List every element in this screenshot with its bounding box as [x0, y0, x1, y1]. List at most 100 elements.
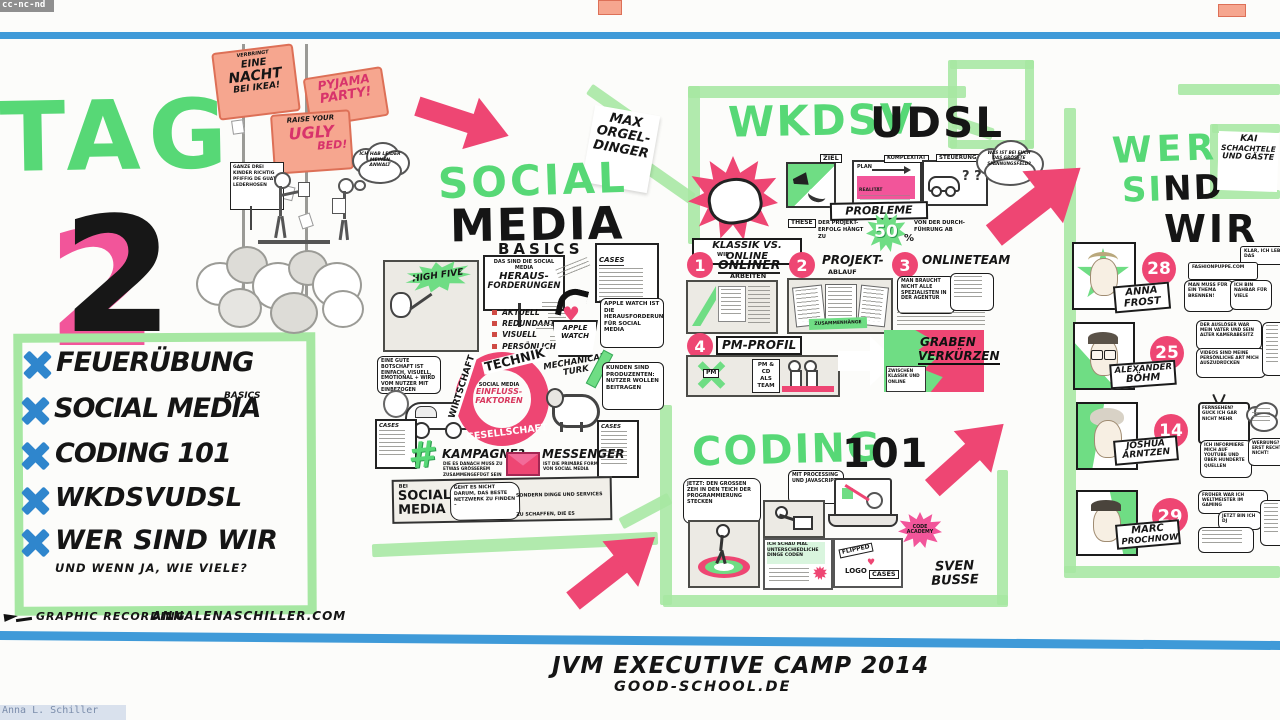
top-blue-line — [0, 32, 1280, 39]
tape-strip — [660, 405, 672, 605]
credit-label: GRAPHIC RECORDING — [36, 610, 186, 623]
pm-tag: PM — [703, 369, 720, 378]
tape-strip — [1064, 566, 1280, 578]
campaign-subtext: DIE ES DANACH MUSS ZU ETWAS GRÖSSEREM ZU… — [443, 461, 503, 477]
sheep-icon — [546, 388, 600, 432]
social-subtitle: BASICS — [498, 240, 584, 258]
banana-icon — [806, 185, 828, 205]
event-title: JVM EXECUTIVE CAMP 2014 — [552, 653, 930, 679]
wkdsv-title-black: UDSL — [870, 98, 1004, 147]
annotation-scribble — [536, 324, 560, 330]
bottom-blue-line — [0, 630, 1280, 651]
coding-title-black: 101 — [842, 431, 929, 477]
tape-strip — [688, 86, 700, 244]
dust-cloud — [270, 292, 318, 334]
coding-panel-4: ICH SCHAU MAL UNTERSCHIEDLICHE DINGE COD… — [763, 538, 833, 590]
day-number: 2 — [62, 182, 174, 369]
name-banner-joshua: JOSHUA ARNTZEN — [1113, 435, 1179, 466]
flipped-tag: FLIPPED — [838, 542, 874, 559]
stick-figure — [268, 172, 310, 242]
agenda-bullet-x — [24, 352, 50, 378]
quote-bubble — [1260, 500, 1280, 546]
these-tag: THESE — [788, 219, 816, 228]
envelope-icon — [506, 452, 540, 476]
item2-panel: ZUSAMMENHÄNGE — [787, 278, 893, 334]
tape-strip — [948, 60, 957, 148]
item3-label: ONLINETEAM — [922, 253, 1011, 267]
messenger-label: MESSENGER — [542, 447, 625, 461]
challenges-line1: HERAUS- — [499, 271, 549, 282]
tape-strip — [1212, 190, 1280, 199]
tape-strip — [688, 86, 966, 98]
cases-title: CASES — [601, 424, 621, 430]
item3-bubble: MAN BRAUCHT NICHT ALLE SPEZIALISTEN IN D… — [897, 276, 955, 314]
event-website: GOOD-SCHOOL.DE — [614, 679, 792, 695]
arrow-to-social — [409, 80, 517, 162]
quote-bubble: DER AUSLÖSER WAR MEIN VATER UND SEIN ALT… — [1196, 320, 1262, 350]
item2-sub: ABLAUF — [828, 268, 857, 276]
annotation-scribble — [542, 302, 562, 308]
thought-text: ICH HAB LEIDER MEINEN ANWALT — [359, 152, 401, 169]
megaphone-icon — [792, 169, 819, 190]
wer-title-3: WIR — [1164, 207, 1259, 251]
agenda-item: CODING 101 — [55, 438, 232, 469]
challenge-list-item: AKTUELL — [492, 300, 540, 319]
dust-cloud — [322, 290, 364, 328]
agenda-item-subtitle: UND WENN JA, WIE VIELE? — [55, 561, 248, 575]
tape-strip — [1064, 108, 1076, 573]
quote-bubble: ICH INFORMIERE MICH AUF YOUTUBE UND ÜBER… — [1200, 440, 1252, 478]
agenda-bullet-x — [22, 443, 48, 469]
question-cloud: WAS IST BEI EUCH DAS GRÖSSTE SPANNUNGSFE… — [976, 140, 1044, 186]
bucket: APPLE WATCH — [552, 320, 598, 357]
producers-bubble: KUNDEN SIND PRODUZENTEN: NUTZER WOLLEN B… — [602, 362, 664, 410]
cases-box-small: CASES — [375, 419, 417, 469]
bucket-label: APPLE — [562, 324, 588, 332]
item1-small: WIE — [717, 252, 729, 258]
heart-icon-small: ♥ — [867, 558, 876, 568]
speaker-note-kai: KAI SCHACHTELE UND GÄSTE — [1216, 130, 1280, 193]
challenge-list-item: REDUNDANT — [492, 311, 555, 330]
cases-box: CASES — [595, 243, 659, 303]
person-head — [390, 292, 412, 318]
agenda-bullet-x — [22, 530, 48, 556]
messenger-subtext: IST DIE PRIMÄRE FORM VON SOCIAL MEDIA — [543, 461, 598, 472]
quote-bubble — [1198, 527, 1254, 553]
good-message-bubble: EINE GUTE BOTSCHAFT IST EINFACH, VISUELL… — [377, 356, 441, 394]
campaign-label: KAMPAGNE? — [442, 447, 525, 461]
annotation-scribble — [548, 313, 566, 319]
day-title: TAG — [0, 77, 237, 195]
tape-strip — [950, 140, 1034, 149]
pinned-photo-edge — [1218, 4, 1246, 17]
car-icon-small — [928, 174, 960, 197]
platform — [258, 240, 330, 244]
quote-bubble: MAN MUSS FÜR EIN THEMA BRENNEN! — [1184, 280, 1234, 312]
challenges-line2: FORDERUNGEN — [487, 281, 561, 291]
name-banner-marc: MARC PROCHNOW — [1115, 519, 1181, 551]
cases-box-right: CASES — [597, 420, 639, 478]
item1-label: ONLINER — [718, 257, 781, 274]
laptop-icon — [828, 478, 898, 530]
challenge-list-item: PERSÖNLICH — [492, 334, 556, 353]
quote-bubble: WERBUNG? ERST RECHT NICHT! — [1248, 438, 1280, 466]
coding-panel-5: FLIPPED LOGO ♥ CASES — [833, 538, 903, 588]
glasses-icon — [1091, 350, 1103, 360]
cases-title: CASES — [379, 423, 399, 429]
agenda-bullet-x — [22, 488, 48, 514]
challenges-sign: DAS SIND DIE SOCIAL MEDIA HERAUS- FORDER… — [483, 255, 565, 311]
name-banner-anna: ANNA FROST — [1112, 281, 1172, 314]
ziel-tag: ZIEL — [820, 154, 842, 164]
author-watermark: Anna L. Schiller — [0, 705, 126, 720]
challenges-small: DAS SIND DIE SOCIAL MEDIA — [493, 259, 555, 271]
item3-notes — [897, 312, 985, 328]
age-balloon: 28 — [1142, 252, 1176, 286]
falling-note — [231, 119, 245, 135]
item4-label: PM-PROFIL — [716, 336, 803, 355]
sign-post — [518, 303, 521, 327]
bucket-label: WATCH — [561, 331, 589, 340]
sticky-note-ikea: VERBRINGT EINE NACHT BEI IKEA! — [211, 43, 301, 121]
thought-bubble: ICH HAB LEIDER MEINEN ANWALT — [352, 142, 410, 191]
quote-bubble: VIDEOS SIND MEINE PERSÖNLICHE ART MICH A… — [1196, 348, 1266, 378]
